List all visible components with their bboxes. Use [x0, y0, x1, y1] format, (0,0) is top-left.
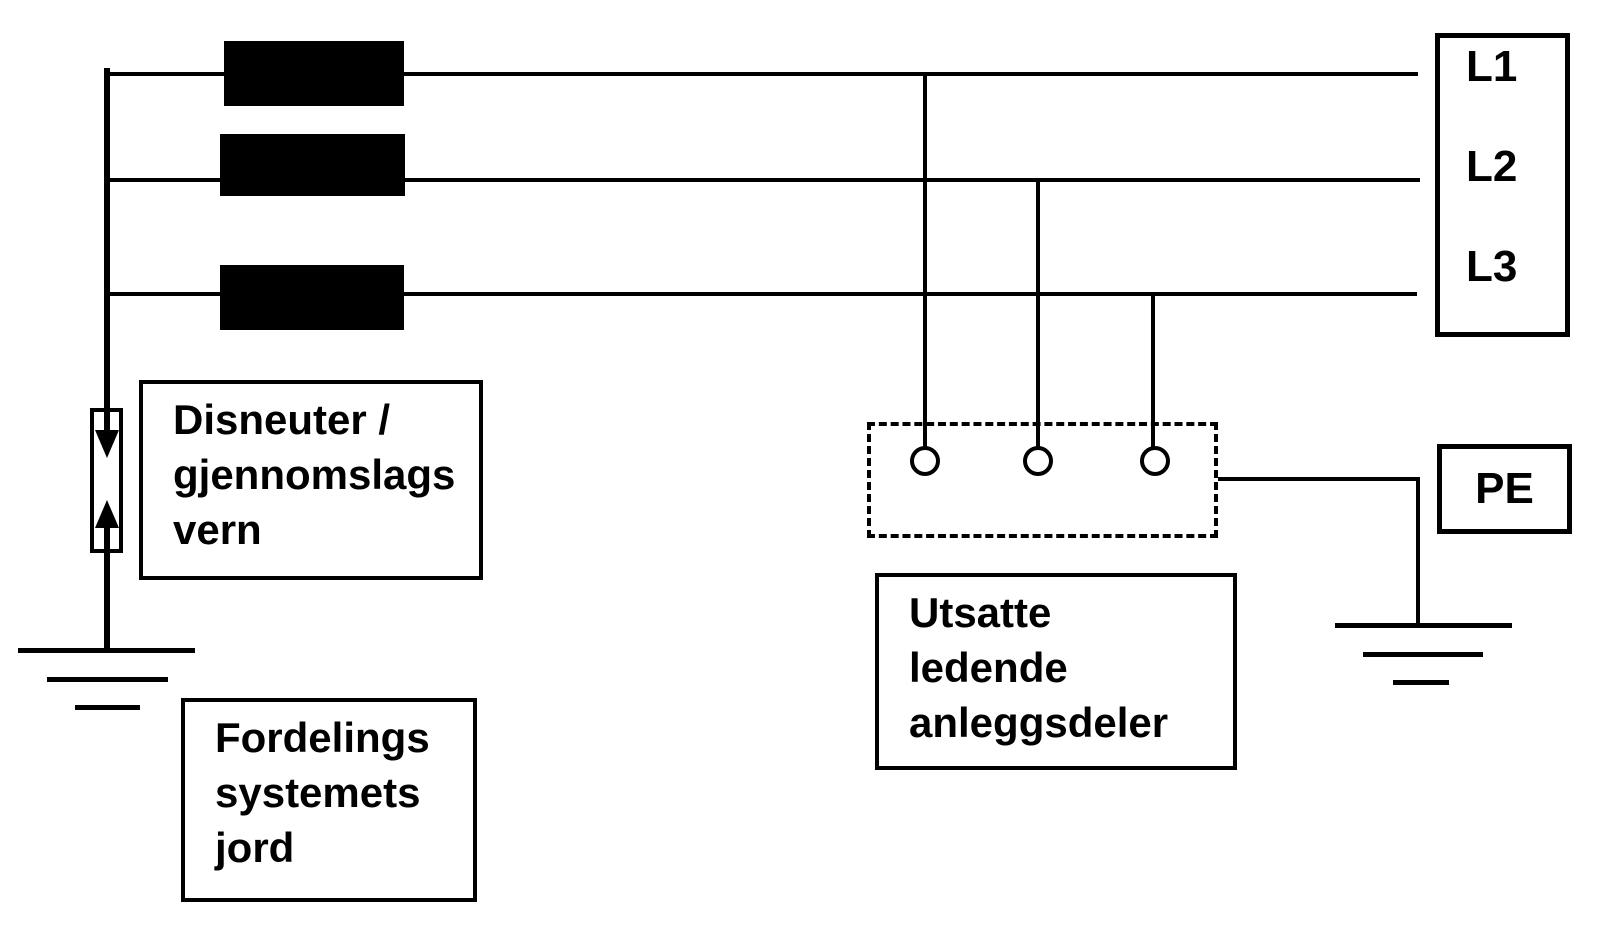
exposed-parts-label-line2: ledende [909, 644, 1068, 691]
exposed-parts-label-box: Utsatte ledende anleggsdeler [875, 573, 1237, 770]
arrester-label-line2: gjennomslags [173, 451, 456, 498]
phase-label-l1: L1 [1466, 42, 1518, 91]
arrester-label-line1: Disneuter / [173, 396, 391, 443]
phase-line-l2 [107, 178, 1420, 182]
phase-line-l1 [107, 72, 1418, 76]
system-earth-label-line2: systemets [215, 769, 421, 816]
transformer-winding-icon [224, 41, 404, 106]
terminal-circle-icon [1140, 446, 1170, 476]
transformer-winding-icon [220, 134, 405, 196]
system-earth-label-box: Fordelings systemets jord [181, 698, 477, 902]
terminal-circle-icon [910, 446, 940, 476]
tap-line-l3 [1151, 294, 1155, 448]
earth-bar-1 [1335, 623, 1512, 628]
exposed-parts-label-line1: Utsatte [909, 589, 1052, 636]
arrester-label-line3: vern [173, 506, 262, 553]
phase-label-l2: L2 [1466, 142, 1518, 191]
tap-line-l1 [923, 74, 927, 448]
terminal-circle-icon [1023, 446, 1053, 476]
transformer-winding-icon [220, 265, 404, 330]
pe-terminal-box: PE [1437, 444, 1572, 534]
earth-bar-3 [75, 705, 140, 710]
exposed-parts-enclosure [867, 422, 1218, 538]
pe-wire-vertical [1416, 477, 1420, 627]
earth-bar-1 [18, 648, 195, 653]
earth-bar-2 [1363, 652, 1483, 657]
arrester-arrow-up-icon [95, 500, 119, 528]
earth-bar-2 [47, 677, 168, 682]
neutral-bus-lower [104, 526, 110, 652]
tap-line-l2 [1036, 180, 1040, 448]
system-earth-label-line3: jord [215, 824, 295, 871]
earth-bar-3 [1393, 680, 1449, 685]
pe-label: PE [1475, 464, 1534, 513]
pe-wire-horizontal [1218, 477, 1420, 481]
phase-label-l3: L3 [1466, 242, 1518, 291]
arrester-arrow-down-icon [95, 430, 119, 458]
phase-terminal-box: L1 L2 L3 [1435, 33, 1570, 337]
system-earth-label-line1: Fordelings [215, 714, 430, 761]
arrester-label-box: Disneuter / gjennomslags vern [139, 380, 483, 580]
phase-line-l3 [107, 292, 1417, 296]
neutral-bus-upper [104, 68, 110, 432]
exposed-parts-label-line3: anleggsdeler [909, 699, 1169, 746]
